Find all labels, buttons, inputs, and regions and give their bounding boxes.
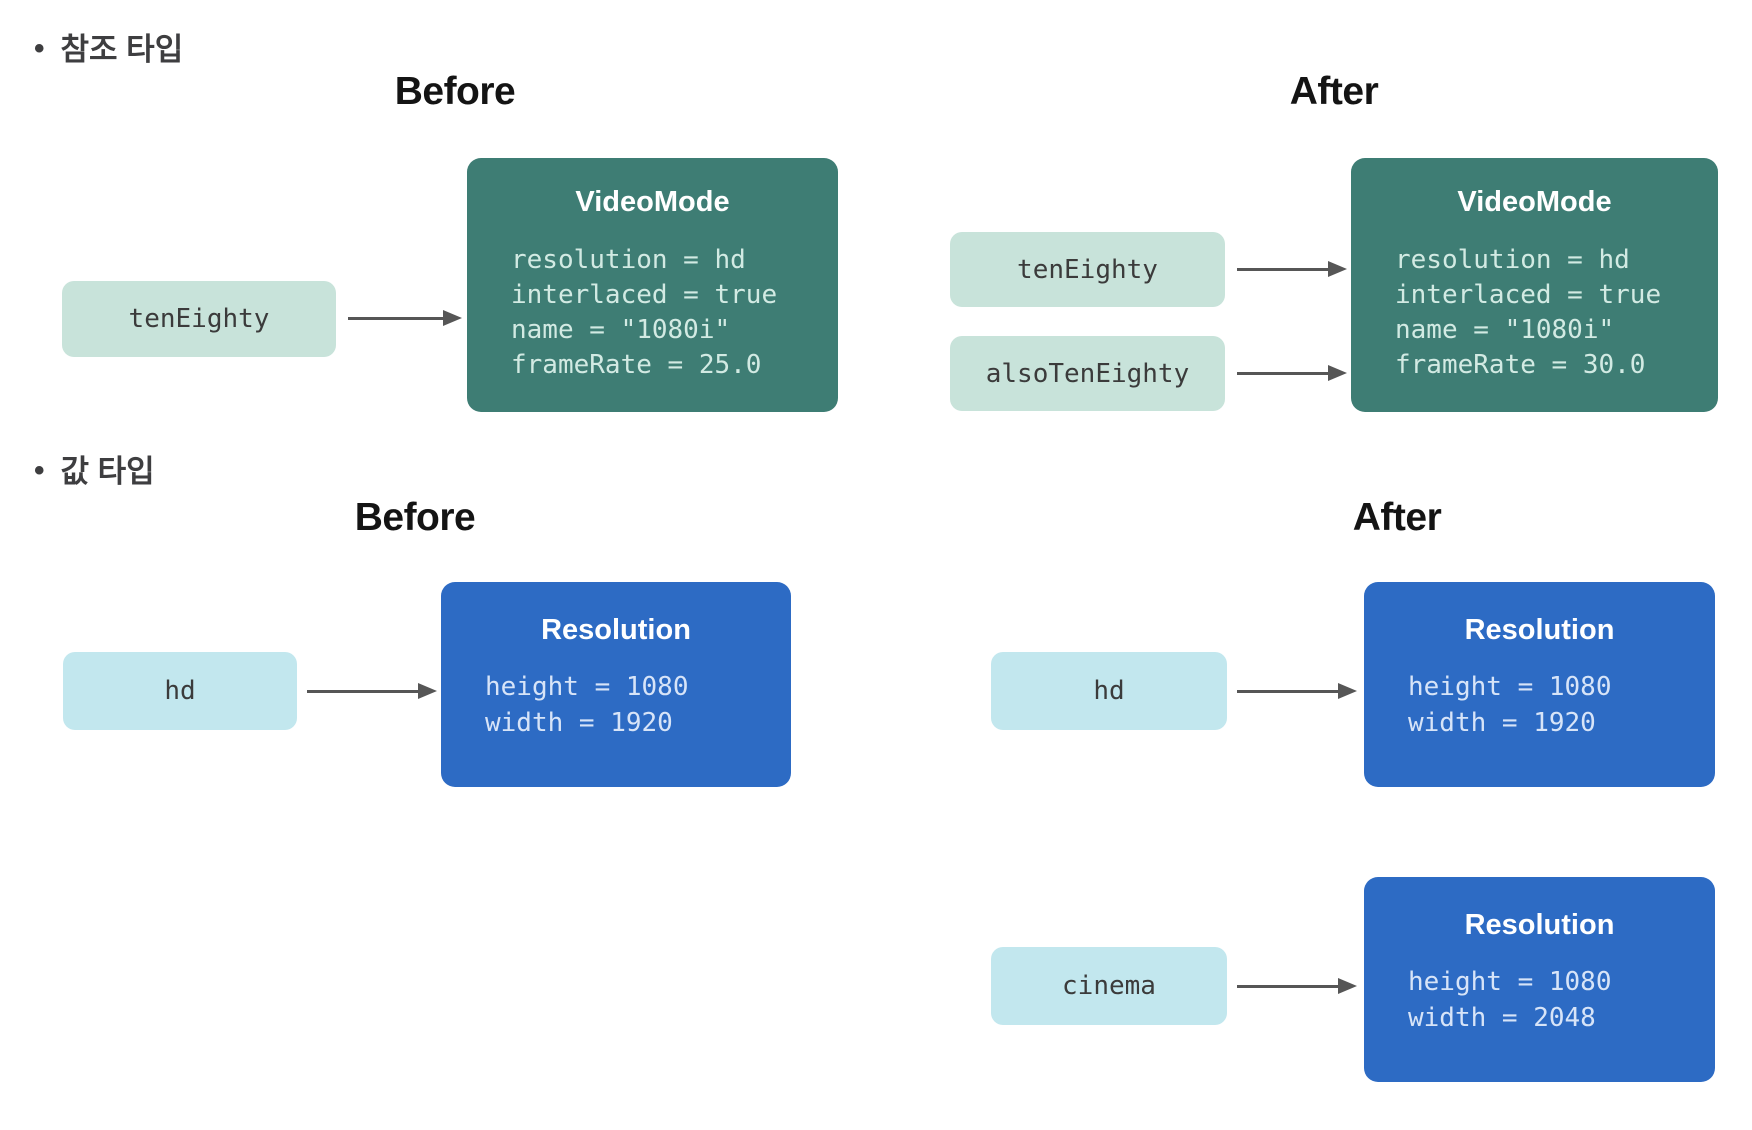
arrow-shaft bbox=[1237, 372, 1332, 375]
instance-title: Resolution bbox=[541, 614, 691, 646]
instance-box-resolution-after-cinema: Resolution height = 1080 width = 2048 bbox=[1364, 877, 1715, 1082]
instance-box-videomode-before: VideoMode resolution = hd interlaced = t… bbox=[467, 158, 838, 412]
instance-properties: height = 1080 width = 1920 bbox=[1408, 669, 1715, 741]
property-line: height = 1080 bbox=[1408, 672, 1612, 702]
var-box-teneighty-after-label: tenEighty bbox=[1017, 254, 1158, 285]
property-line: interlaced = true bbox=[1395, 280, 1662, 310]
var-box-cinema: cinema bbox=[991, 947, 1227, 1025]
arrow-hd-after bbox=[1237, 683, 1357, 700]
instance-properties: resolution = hd interlaced = true name =… bbox=[1395, 243, 1718, 383]
property-line: width = 1920 bbox=[485, 708, 673, 738]
var-box-hd-before-label: hd bbox=[164, 676, 196, 706]
heading-after-reference: After bbox=[1289, 70, 1379, 113]
arrow-alsoteneighty bbox=[1237, 365, 1347, 382]
bullet-icon: • bbox=[34, 32, 45, 65]
arrow-head-icon bbox=[1338, 978, 1357, 994]
arrow-shaft bbox=[1237, 985, 1342, 988]
property-line: frameRate = 25.0 bbox=[511, 350, 762, 380]
instance-properties: height = 1080 width = 1920 bbox=[485, 669, 791, 741]
arrow-head-icon bbox=[443, 310, 462, 326]
property-line: height = 1080 bbox=[485, 672, 689, 702]
property-line: width = 1920 bbox=[1408, 708, 1596, 738]
instance-title: Resolution bbox=[1464, 614, 1615, 646]
arrow-head-icon bbox=[418, 683, 437, 699]
instance-title: Resolution bbox=[1464, 909, 1615, 941]
var-box-teneighty-before: tenEighty bbox=[62, 281, 336, 357]
var-box-teneighty-after: tenEighty bbox=[950, 232, 1225, 307]
var-box-teneighty-before-label: tenEighty bbox=[128, 304, 270, 334]
bullet-value-type-label: 값 타입 bbox=[60, 454, 155, 489]
arrow-shaft bbox=[348, 317, 447, 320]
arrow-shaft bbox=[1237, 268, 1332, 271]
property-line: interlaced = true bbox=[511, 280, 778, 310]
property-line: name = "1080i" bbox=[511, 315, 731, 345]
instance-box-resolution-after-hd: Resolution height = 1080 width = 1920 bbox=[1364, 582, 1715, 787]
instance-box-videomode-after: VideoMode resolution = hd interlaced = t… bbox=[1351, 158, 1718, 412]
arrow-shaft bbox=[1237, 690, 1342, 693]
property-line: name = "1080i" bbox=[1395, 315, 1615, 345]
heading-after-value: After bbox=[1352, 496, 1442, 539]
heading-before-reference: Before bbox=[394, 70, 516, 113]
property-line: frameRate = 30.0 bbox=[1395, 350, 1646, 380]
property-line: resolution = hd bbox=[1395, 245, 1630, 275]
arrow-shaft bbox=[307, 690, 422, 693]
var-box-alsoteneighty: alsoTenEighty bbox=[950, 336, 1225, 411]
instance-box-resolution-before: Resolution height = 1080 width = 1920 bbox=[441, 582, 791, 787]
arrow-head-icon bbox=[1328, 365, 1347, 381]
bullet-icon: • bbox=[34, 454, 45, 487]
arrow-head-icon bbox=[1328, 261, 1347, 277]
bullet-value-type: • 값 타입 bbox=[34, 446, 155, 491]
var-box-alsoteneighty-label: alsoTenEighty bbox=[985, 358, 1190, 389]
arrow-cinema bbox=[1237, 978, 1357, 995]
instance-properties: height = 1080 width = 2048 bbox=[1408, 964, 1715, 1036]
property-line: height = 1080 bbox=[1408, 967, 1612, 997]
instance-title: VideoMode bbox=[1457, 186, 1612, 218]
heading-before-value: Before bbox=[354, 496, 476, 539]
instance-properties: resolution = hd interlaced = true name =… bbox=[511, 243, 838, 383]
arrow-teneighty-before bbox=[348, 310, 462, 327]
property-line: resolution = hd bbox=[511, 245, 746, 275]
var-box-hd-after: hd bbox=[991, 652, 1227, 730]
bullet-reference-type-label: 참조 타입 bbox=[60, 32, 184, 67]
arrow-hd-before bbox=[307, 683, 437, 700]
property-line: width = 2048 bbox=[1408, 1003, 1596, 1033]
var-box-hd-after-label: hd bbox=[1093, 676, 1125, 706]
arrow-teneighty-after bbox=[1237, 261, 1347, 278]
var-box-cinema-label: cinema bbox=[1062, 971, 1156, 1001]
arrow-head-icon bbox=[1338, 683, 1357, 699]
bullet-reference-type: • 참조 타입 bbox=[34, 24, 183, 69]
var-box-hd-before: hd bbox=[63, 652, 297, 730]
instance-title: VideoMode bbox=[575, 186, 730, 218]
